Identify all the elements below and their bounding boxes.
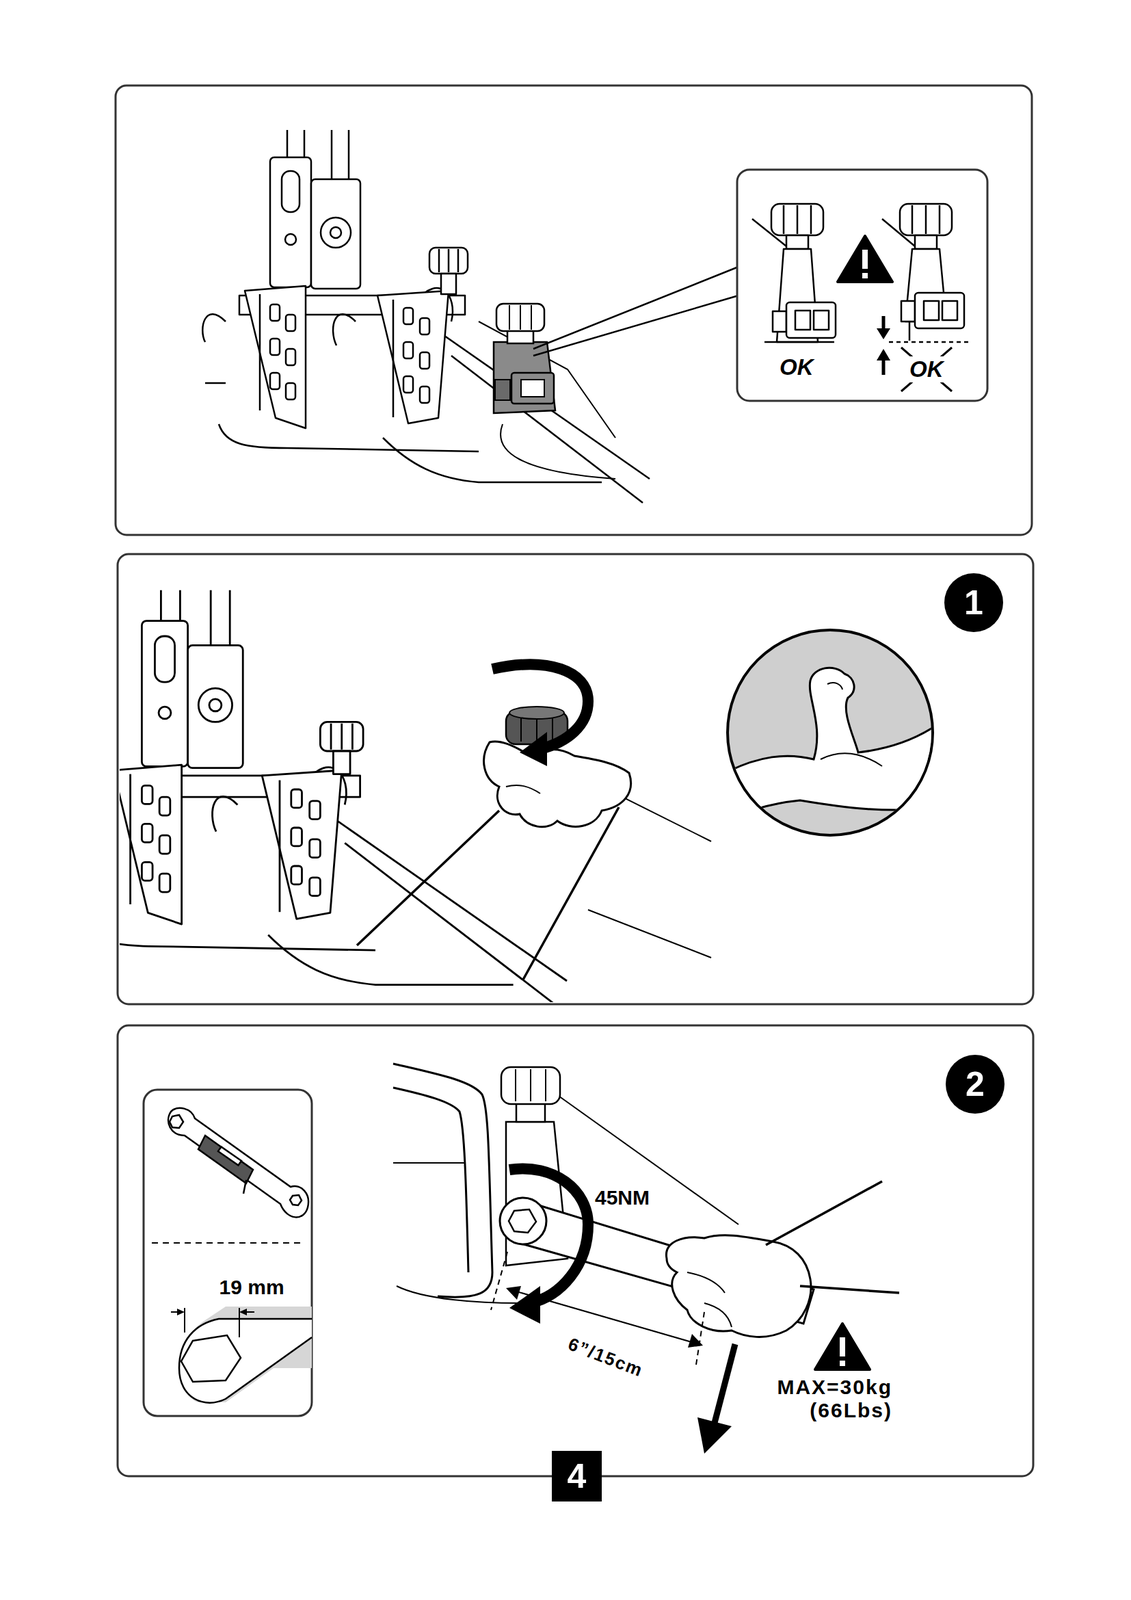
step-number-text: 2 xyxy=(965,1066,985,1101)
step-number: 2 xyxy=(945,1054,1005,1114)
step-number-text: 1 xyxy=(964,585,984,620)
status-ok: OK xyxy=(779,354,814,381)
status-not-ok: OK xyxy=(907,356,946,383)
wrench-size: 19 mm xyxy=(219,1275,285,1300)
torque-value: 45NM xyxy=(594,1185,650,1210)
page-number: 4 xyxy=(551,1450,602,1501)
page-number-text: 4 xyxy=(567,1458,587,1493)
max-force: MAX=30kg (66Lbs) xyxy=(735,1375,893,1423)
step-number: 1 xyxy=(944,573,1004,632)
